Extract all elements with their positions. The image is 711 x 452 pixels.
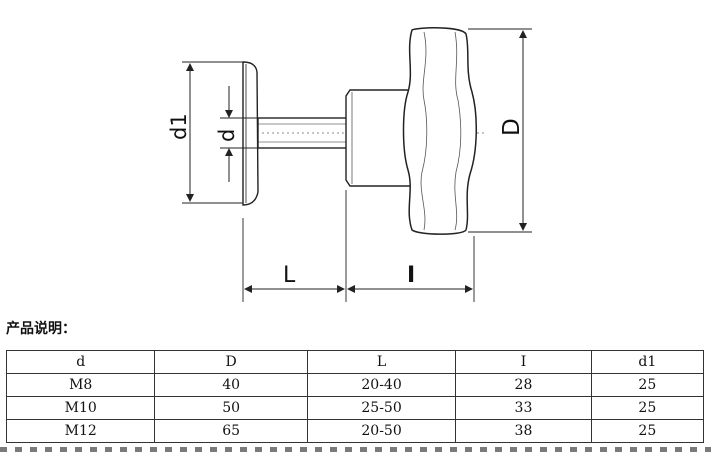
table-row: M10 50 25-50 33 25 [5,396,705,420]
cell-L: 25-50 [306,396,457,420]
cell-I: 38 [455,419,592,443]
knob-dimension-drawing: d1 d D L I [167,27,532,302]
cell-I: 28 [455,373,592,397]
cell-L: 20-50 [306,419,457,443]
cell-d1: 25 [590,396,705,420]
table-row: M12 65 20-50 38 25 [5,419,705,443]
cell-d: M12 [5,419,156,443]
cell-D: 50 [154,396,308,420]
section-title: 产品说明： [6,321,76,337]
D-label: D [499,118,525,136]
cell-D: 40 [154,373,308,397]
cell-D: 65 [154,419,308,443]
knob-ridge [454,31,462,231]
cell-I: 33 [455,396,592,420]
header-D: D [154,350,308,374]
I-label: I [407,263,415,288]
hub [345,89,413,187]
L-label: L [283,263,296,288]
knob-ridge [420,31,428,231]
cropped-text-strip [0,447,711,452]
left-cap [242,61,259,206]
table-row: M8 40 20-40 28 25 [5,373,705,397]
cell-d1: 25 [590,419,705,443]
header-d1: d1 [590,350,705,374]
header-d: d [5,350,156,374]
cell-d: M10 [5,396,156,420]
d1-label: d1 [167,113,191,140]
spec-table: d D L I d1 M8 40 20-40 28 25 M10 50 25-5… [5,350,705,443]
d-label: d [215,129,239,142]
cell-d: M8 [5,373,156,397]
table-header-row: d D L I d1 [5,350,705,374]
cell-d1: 25 [590,373,705,397]
cell-L: 20-40 [306,373,457,397]
knob-body [402,27,477,235]
header-L: L [306,350,457,374]
header-I: I [455,350,592,374]
